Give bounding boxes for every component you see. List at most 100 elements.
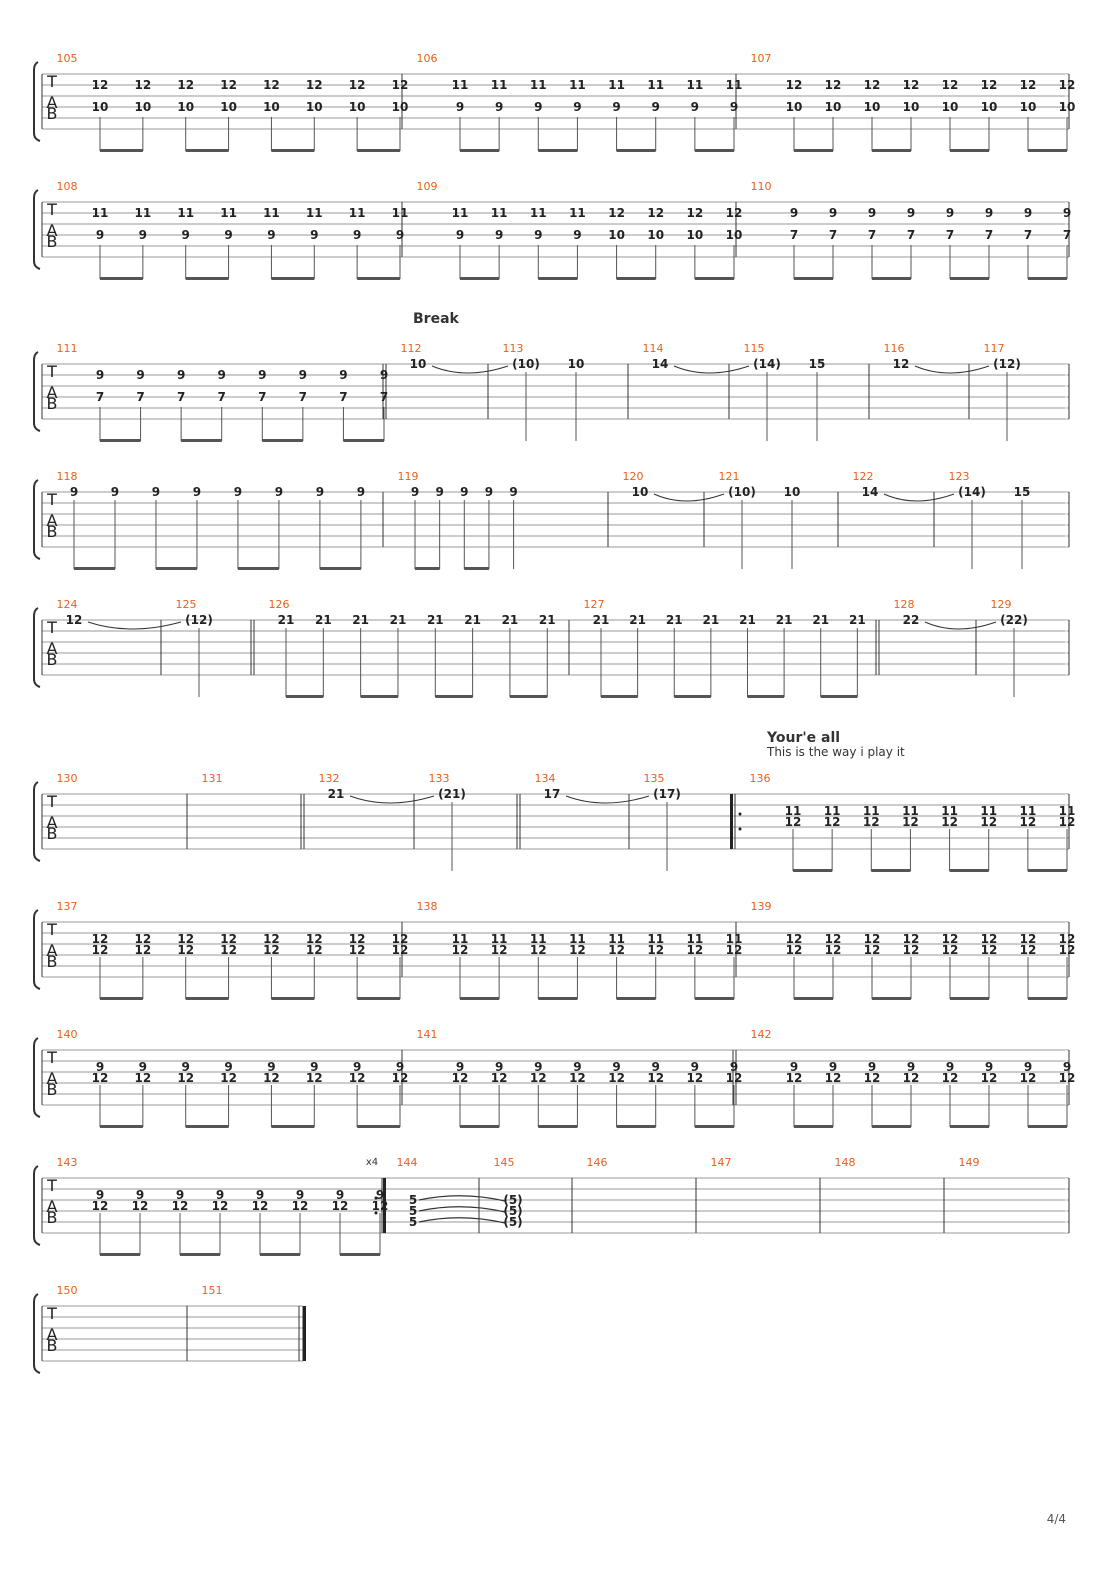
- fret-number: 5: [409, 1215, 417, 1229]
- fret-number: 9: [96, 1188, 104, 1202]
- measure-number: 137: [57, 900, 78, 913]
- fret-number: 10: [784, 485, 801, 499]
- measure-number: 123: [949, 470, 970, 483]
- fret-number: 10: [220, 100, 237, 114]
- tab-clef-b: B: [47, 232, 58, 251]
- fret-number: 9: [1063, 206, 1071, 220]
- fret-number: 12: [786, 1071, 803, 1085]
- fret-number: 12: [349, 78, 366, 92]
- beam: [950, 149, 989, 152]
- measure-number: 116: [884, 342, 905, 355]
- measure-number: 113: [503, 342, 524, 355]
- tie-arc: [565, 795, 650, 804]
- fret-number: 7: [136, 390, 144, 404]
- fret-number: 11: [452, 78, 469, 92]
- final-barline: [303, 1306, 306, 1361]
- fret-number: 12: [786, 932, 803, 946]
- fret-number: 9: [691, 1060, 699, 1074]
- fret-number: 17: [544, 787, 561, 801]
- beam: [180, 1253, 220, 1256]
- measure-number: 134: [535, 772, 556, 785]
- tab-clef-a: A: [47, 1197, 58, 1216]
- fret-number: 11: [306, 206, 323, 220]
- tab-clef-b: B: [47, 650, 58, 669]
- measure-number: 132: [319, 772, 340, 785]
- measure-number: 133: [429, 772, 450, 785]
- fret-number: 9: [573, 100, 581, 114]
- fret-number: 12: [306, 78, 323, 92]
- beam: [1028, 149, 1067, 152]
- measure-number: 107: [751, 52, 772, 65]
- fret-number: 9: [1063, 1060, 1071, 1074]
- beam: [357, 1125, 400, 1128]
- fret-number: 11: [569, 206, 586, 220]
- fret-number: 9: [339, 368, 347, 382]
- fret-number: 11: [647, 932, 664, 946]
- beam: [694, 149, 734, 152]
- fret-number: 9: [612, 100, 620, 114]
- repeat-dot: [374, 1211, 378, 1215]
- fret-number: 12: [177, 78, 194, 92]
- beam: [950, 997, 989, 1000]
- beam: [1028, 997, 1067, 1000]
- fret-number: 12: [981, 932, 998, 946]
- fret-number: 12: [1020, 78, 1037, 92]
- measure-number: 111: [57, 342, 78, 355]
- fret-number: 12: [864, 1071, 881, 1085]
- fret-number: 14: [862, 485, 879, 499]
- fret-number: 12: [903, 78, 920, 92]
- fret-number: 12: [135, 932, 152, 946]
- fret-number: 10: [942, 100, 959, 114]
- fret-number: 9: [396, 1060, 404, 1074]
- fret-number: 7: [258, 390, 266, 404]
- fret-number: 10: [903, 100, 920, 114]
- beam: [872, 1125, 911, 1128]
- fret-number: 12: [530, 943, 547, 957]
- system-bracket: [33, 1037, 41, 1118]
- fret-number: 12: [726, 206, 743, 220]
- measure-number: 126: [269, 598, 290, 611]
- beam: [286, 695, 324, 698]
- fret-number: 11: [530, 78, 547, 92]
- measure-number: 146: [587, 1156, 608, 1169]
- measure-number: 138: [417, 900, 438, 913]
- fret-number: 21: [776, 613, 793, 627]
- fret-number: 9: [310, 1060, 318, 1074]
- fret-number: 12: [172, 1199, 189, 1213]
- fret-number: (22): [1000, 613, 1028, 627]
- fret-number: 11: [569, 78, 586, 92]
- beam: [538, 997, 578, 1000]
- measure-number: 128: [894, 598, 915, 611]
- fret-number: 9: [460, 485, 468, 499]
- beam: [319, 567, 361, 570]
- fret-number: 12: [687, 1071, 704, 1085]
- beam: [100, 997, 143, 1000]
- fret-number: 10: [177, 100, 194, 114]
- fret-number: 11: [941, 804, 958, 818]
- fret-number: 9: [182, 228, 190, 242]
- fret-number: 12: [608, 1071, 625, 1085]
- fret-number: 9: [296, 1188, 304, 1202]
- beam: [694, 997, 734, 1000]
- fret-number: 9: [907, 1060, 915, 1074]
- beam: [260, 1253, 300, 1256]
- fret-number: 9: [152, 485, 160, 499]
- beam: [357, 149, 400, 152]
- fret-number: 12: [1059, 1071, 1076, 1085]
- beam: [435, 695, 473, 698]
- measure-number: 130: [57, 772, 78, 785]
- fret-number: 9: [267, 228, 275, 242]
- fret-number: 12: [491, 943, 508, 957]
- fret-number: 11: [177, 206, 194, 220]
- fret-number: 7: [339, 390, 347, 404]
- measure-number: 149: [959, 1156, 980, 1169]
- fret-number: 9: [139, 1060, 147, 1074]
- fret-number: 10: [263, 100, 280, 114]
- beam: [155, 567, 197, 570]
- fret-number: (5): [503, 1215, 522, 1229]
- tie-arc: [653, 493, 725, 502]
- beam: [871, 869, 911, 872]
- measure-number: 114: [643, 342, 664, 355]
- tab-clef-a: A: [47, 813, 58, 832]
